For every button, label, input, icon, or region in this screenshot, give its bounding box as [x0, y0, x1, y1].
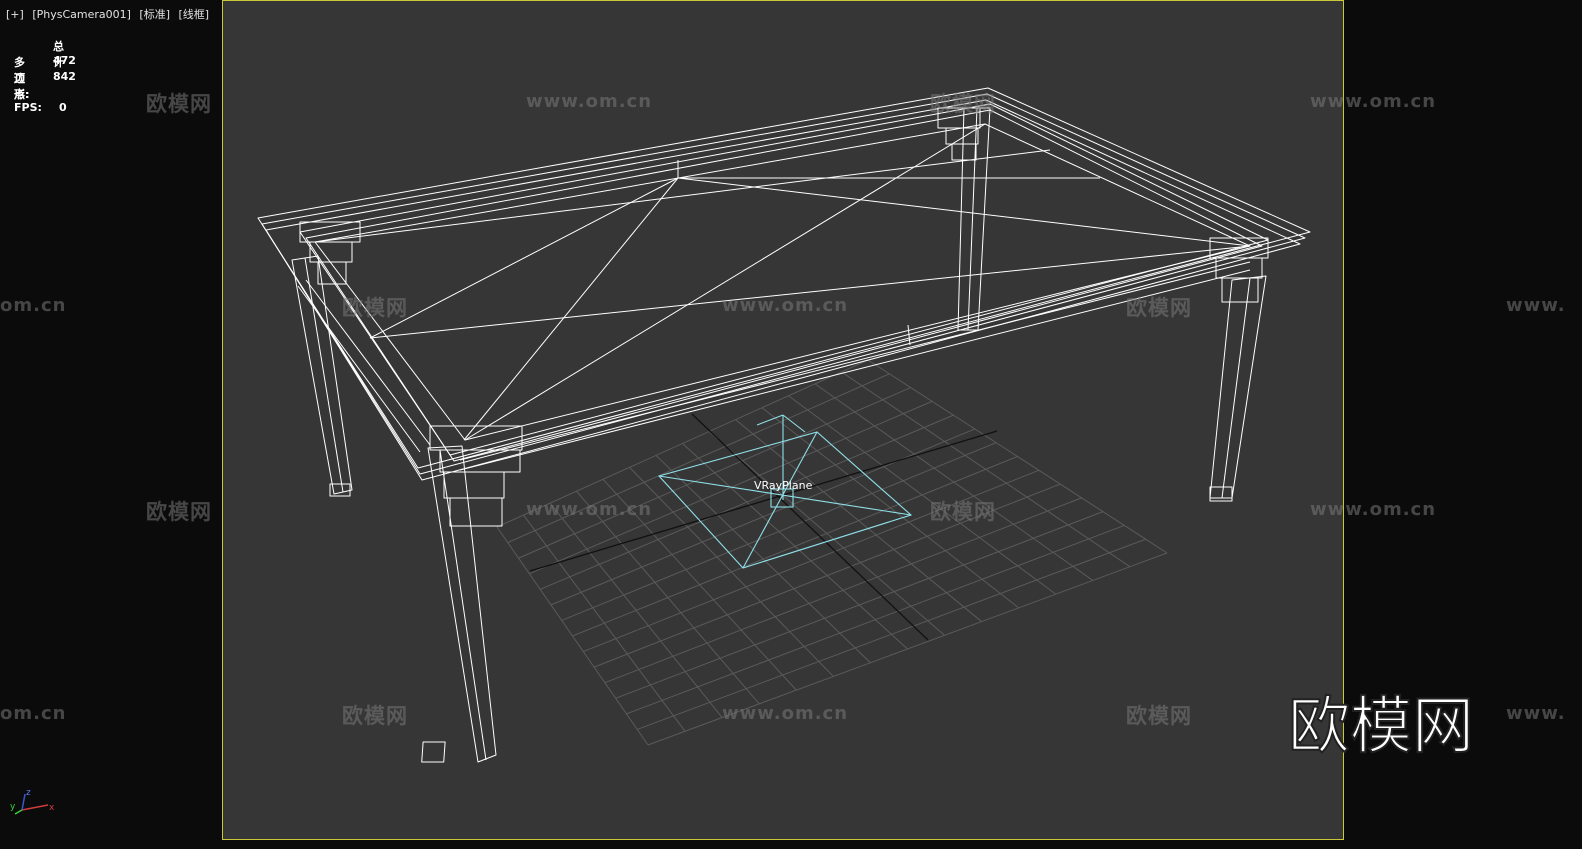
viewport-right-margin — [1346, 0, 1582, 849]
fps-readout: FPS: 0 — [14, 101, 67, 114]
grid-line — [583, 469, 1040, 653]
watermark-logo-large: 欧模网 — [1287, 688, 1475, 763]
grid-line — [814, 383, 1094, 581]
polygons-value: 472 — [53, 54, 76, 67]
viewport-point-of-view-menu[interactable]: [PhysCamera001] — [32, 8, 131, 21]
grid-line — [615, 511, 1104, 699]
grid-line — [841, 371, 1131, 568]
watermark-site-partial-right: www. — [1506, 703, 1566, 724]
watermark-site: www.om.cn — [722, 703, 849, 724]
axis-tripod-icon: x z y — [10, 788, 55, 815]
axis-z-label: z — [26, 788, 31, 798]
watermark-brand: 欧模网 — [146, 500, 212, 524]
viewport-general-menu[interactable]: [+] — [6, 8, 24, 21]
viewport-left-margin — [0, 0, 222, 849]
grid-line — [867, 359, 1168, 554]
watermark-site: www.om.cn — [722, 295, 849, 316]
watermark-site: www.om.cn — [1310, 499, 1437, 520]
vertices-label: 顶点: — [14, 72, 30, 101]
watermark-brand: 欧模网 — [930, 500, 996, 524]
grid-axis-y — [691, 413, 929, 641]
fps-value: 0 — [59, 101, 67, 114]
grid-line — [572, 456, 1018, 637]
axis-y-label: y — [10, 802, 16, 812]
watermark-site: www.om.cn — [1310, 91, 1437, 112]
stats-header: 总计 — [53, 40, 64, 69]
watermark-brand: 欧模网 — [342, 296, 408, 320]
grid-axis-x — [529, 430, 998, 572]
watermark-site-partial: om.cn — [0, 703, 67, 724]
vertices-value: 842 — [53, 70, 76, 83]
watermark-brand: 欧模网 — [930, 92, 996, 116]
grid-line — [604, 497, 1082, 684]
watermark-site: www.om.cn — [526, 499, 653, 520]
watermark-brand: 欧模网 — [1126, 296, 1192, 320]
grid-line — [788, 395, 1057, 595]
polygons-label: 多边形: — [14, 56, 30, 101]
watermark-brand: 欧模网 — [1126, 704, 1192, 728]
axis-x-label: x — [49, 803, 55, 813]
viewport-label-menu[interactable]: [+] [PhysCamera001] [标准] [线框] — [6, 6, 214, 22]
grid-line — [647, 552, 1168, 746]
watermark-brand: 欧模网 — [146, 92, 212, 116]
vray-plane-label: VRayPlane — [754, 479, 813, 492]
grid-line — [593, 483, 1061, 668]
grid-line — [626, 524, 1125, 715]
watermark-brand: 欧模网 — [342, 704, 408, 728]
watermark-site-partial-right: www. — [1506, 295, 1566, 316]
viewport-shading-menu[interactable]: [标准] — [139, 8, 170, 21]
grid-line — [761, 407, 1020, 609]
table-wireframe[interactable] — [257, 87, 1311, 763]
grid-line — [708, 431, 945, 636]
grid-line — [637, 538, 1146, 730]
viewport-display-mode-menu[interactable]: [线框] — [178, 8, 210, 21]
home-grid — [496, 359, 1168, 746]
fps-label: FPS: — [14, 101, 42, 114]
watermark-site: www.om.cn — [526, 91, 653, 112]
grid-line — [735, 419, 982, 622]
vray-plane-gizmo[interactable] — [657, 414, 913, 569]
watermark-site-partial: om.cn — [0, 295, 67, 316]
